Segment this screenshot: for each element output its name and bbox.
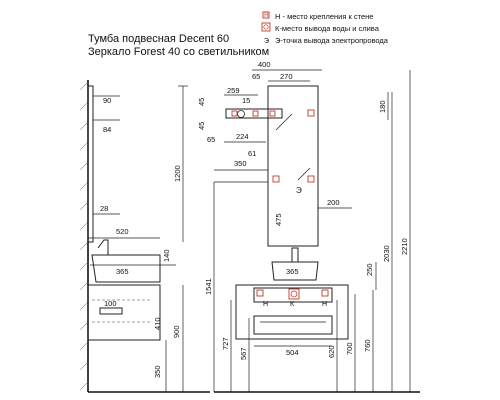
- mount-point-mirror-bottom-right: [307, 175, 315, 183]
- dim-1541: 1541: [204, 278, 213, 295]
- dim-520: 520: [116, 227, 129, 236]
- dim-140: 140: [162, 249, 171, 262]
- dim-410: 410: [153, 317, 162, 330]
- basin-side-profile: [91, 254, 161, 283]
- dim-90: 90: [103, 96, 111, 105]
- dim-350: 350: [234, 159, 247, 168]
- siphon-side: [99, 307, 123, 315]
- faucet-front: [291, 247, 299, 263]
- light-bar: [225, 108, 283, 119]
- legend-item-mount: Н Н - место крепления к стене: [262, 11, 373, 21]
- mount-point-light-mid: [252, 110, 259, 117]
- dim-180: 180: [378, 100, 387, 113]
- dim-620: 620: [327, 345, 336, 358]
- dim-900: 900: [172, 325, 181, 338]
- dim-475: 475: [274, 213, 283, 226]
- side-view: 90 84 28 1200 520 365 140 100 410 900 35…: [79, 80, 210, 393]
- title-line-2: Зеркало Forest 40 со светильником: [88, 46, 269, 58]
- dim-200: 200: [327, 198, 340, 207]
- dim-2210: 2210: [400, 238, 409, 255]
- water-outlet-cabinet: [288, 288, 300, 300]
- cabinet-top-panel: [253, 287, 333, 303]
- cabinet-side-profile: [87, 284, 161, 341]
- mirror-side-profile: [87, 85, 94, 243]
- legend-text-electric: Э-точка вывода электропровода: [275, 36, 389, 45]
- dim-259: 259: [227, 86, 240, 95]
- wall-hatching: [79, 81, 89, 391]
- water-outlet-icon: [261, 22, 271, 32]
- light-bar-socket: [237, 110, 245, 118]
- mount-point-cabinet-left: [256, 289, 264, 297]
- mount-point-light-right: [269, 110, 276, 117]
- dim-84: 84: [103, 125, 111, 134]
- legend-item-electric: Э Э-точка вывода электропровода: [264, 36, 389, 45]
- dim-365-front: 365: [286, 267, 299, 276]
- dim-400: 400: [258, 60, 271, 69]
- dim-45-top: 45: [197, 98, 206, 106]
- dim-45-lower: 45: [197, 122, 206, 130]
- dim-65-top: 65: [252, 72, 260, 81]
- mount-label-right: Н: [322, 301, 327, 308]
- dim-700: 700: [345, 342, 354, 355]
- dim-727: 727: [221, 337, 230, 350]
- mount-label-left: Н: [263, 301, 268, 308]
- basin-front: [271, 261, 319, 281]
- mount-point-icon-letter: Н: [264, 13, 268, 19]
- legend-item-water: К-место вывода воды и слива: [261, 22, 380, 33]
- legend-text-water: К-место вывода воды и слива: [275, 24, 380, 33]
- dim-365-side: 365: [116, 267, 129, 276]
- dim-100: 100: [104, 299, 117, 308]
- mirror: [267, 85, 319, 247]
- mount-point-icon: [262, 11, 270, 19]
- dim-28: 28: [100, 204, 108, 213]
- dim-2030: 2030: [382, 245, 391, 262]
- dim-61: 61: [248, 149, 256, 158]
- dim-1200: 1200: [173, 165, 182, 182]
- water-outlet-icon-circle: [263, 24, 269, 30]
- dim-760: 760: [363, 339, 372, 352]
- cabinet-drawer: [253, 315, 333, 335]
- dim-567: 567: [239, 347, 248, 360]
- dim-65-mid: 65: [207, 135, 215, 144]
- legend: Н Н - место крепления к стене К-место вы…: [261, 11, 389, 45]
- electric-point-marker: Э: [296, 186, 302, 195]
- electric-point-icon: Э: [264, 38, 269, 45]
- mount-point-mirror-top-right: [307, 109, 315, 117]
- title-line-1: Тумба подвесная Decent 60: [88, 33, 229, 45]
- dim-270: 270: [280, 72, 293, 81]
- mount-point-mirror-bottom-left: [272, 175, 280, 183]
- dim-504: 504: [286, 348, 299, 357]
- faucet-side: [97, 239, 109, 255]
- front-view: 400 270 65 259 15 45 45 180 Э 65 224 61 …: [197, 60, 420, 393]
- cabinet-front: [235, 284, 349, 340]
- dim-350-floor: 350: [153, 365, 162, 378]
- water-label: К: [290, 301, 295, 308]
- dim-15: 15: [242, 96, 250, 105]
- legend-text-mount: Н - место крепления к стене: [275, 12, 373, 21]
- mount-point-cabinet-right: [321, 289, 329, 297]
- dim-224: 224: [236, 132, 249, 141]
- dim-250: 250: [365, 263, 374, 276]
- mount-point-light-left: [231, 110, 238, 117]
